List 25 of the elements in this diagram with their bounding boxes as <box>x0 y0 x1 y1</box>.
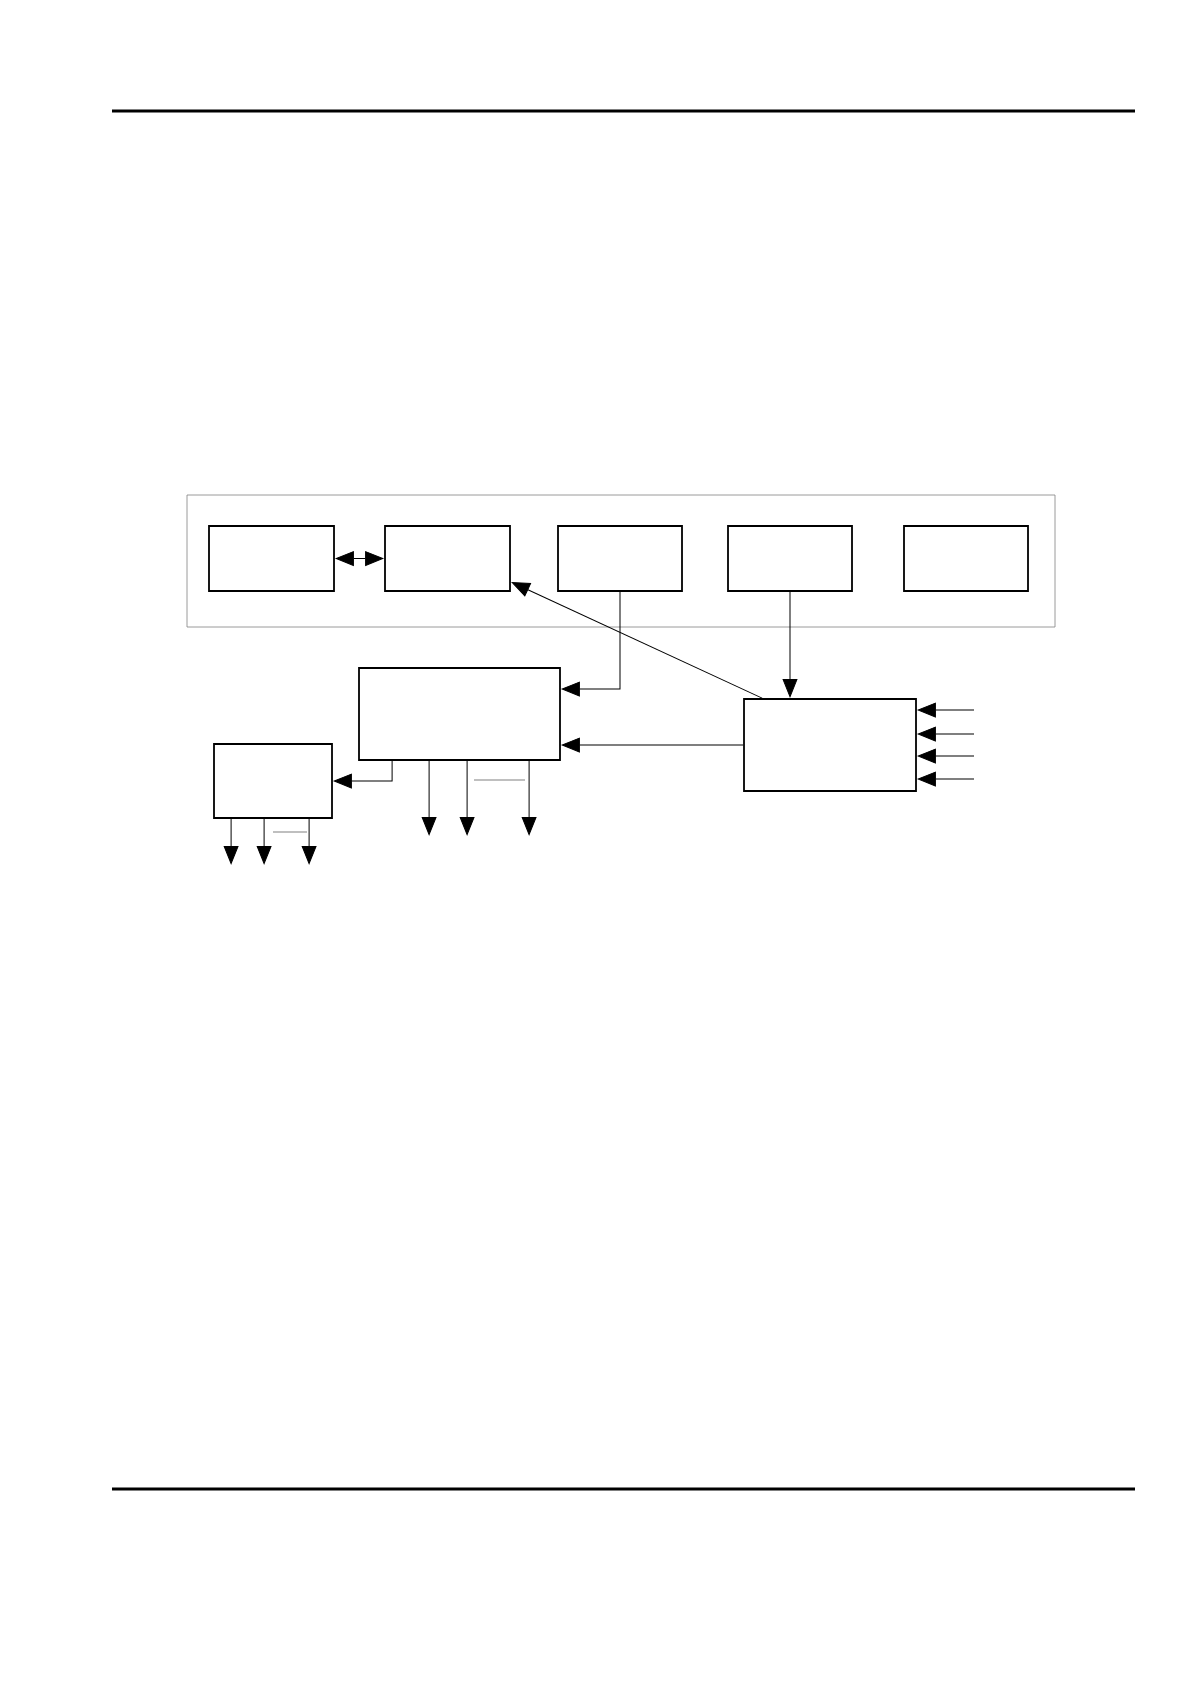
arrow <box>782 591 798 698</box>
arrow <box>333 760 393 789</box>
arrow <box>301 818 317 865</box>
arrow <box>917 726 975 742</box>
block-box <box>213 743 333 819</box>
arrow <box>223 818 239 865</box>
arrow <box>459 760 475 836</box>
arrow <box>917 702 975 718</box>
arrow <box>511 582 763 699</box>
arrow <box>421 760 437 836</box>
block-box <box>743 698 917 792</box>
block-box <box>208 525 335 592</box>
arrow <box>561 591 621 697</box>
arrow <box>335 551 384 566</box>
arrow <box>917 771 975 787</box>
block-box <box>384 525 511 592</box>
arrow <box>561 737 744 753</box>
arrow <box>256 818 272 865</box>
arrow <box>521 760 537 836</box>
arrow <box>917 748 975 764</box>
group-frame <box>186 494 1056 628</box>
block-box <box>903 525 1029 592</box>
block-box <box>358 667 561 761</box>
block-box <box>727 525 853 592</box>
block-box <box>557 525 683 592</box>
